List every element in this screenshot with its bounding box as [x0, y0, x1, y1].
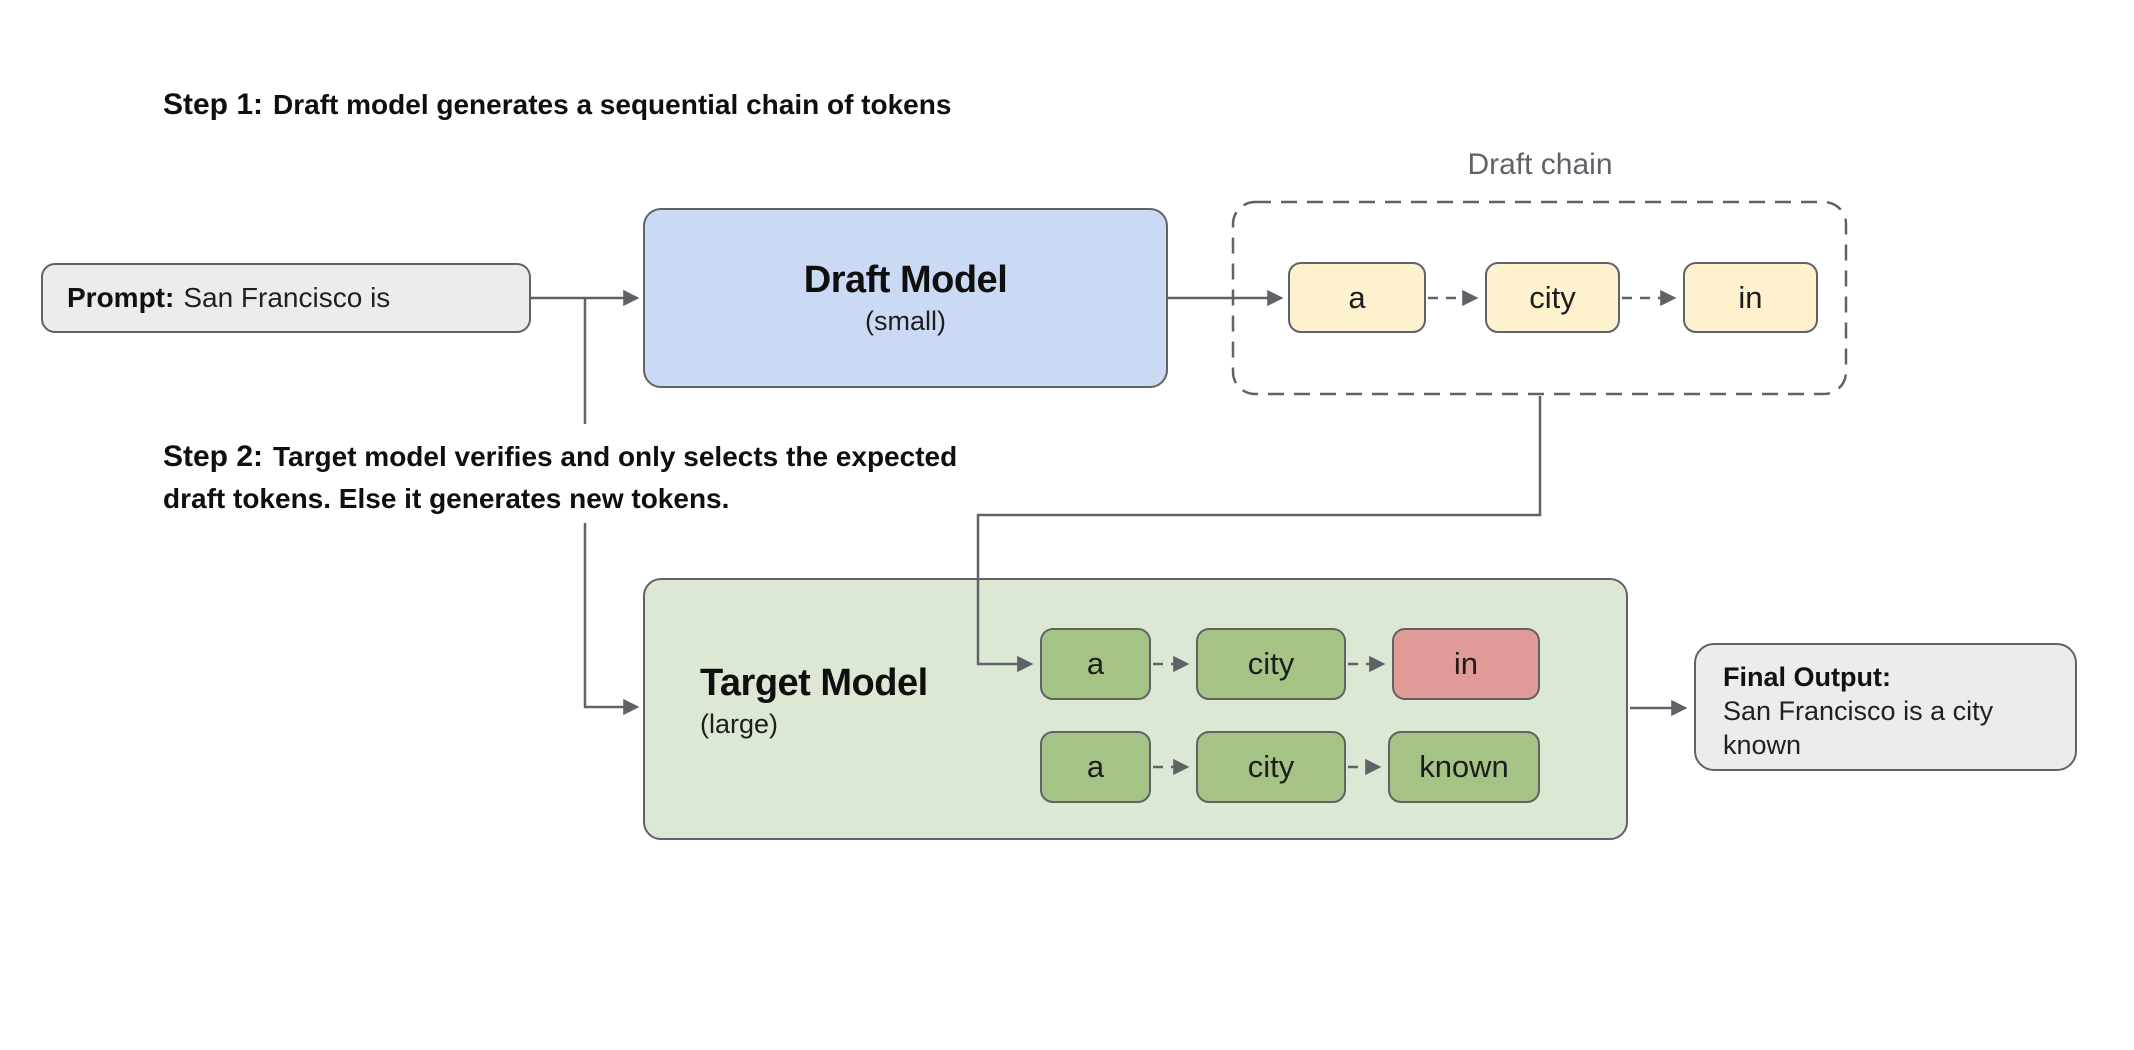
final-output-box: Final Output: San Francisco is a city kn… — [1694, 643, 2077, 771]
target-token-accepted: city — [1196, 731, 1346, 803]
final-output-value: San Francisco is a city known — [1723, 696, 1994, 760]
draft-chain-label: Draft chain — [1467, 148, 1613, 181]
target-token-accepted: a — [1040, 628, 1151, 700]
draft-model-title: Draft Model — [803, 259, 1008, 301]
step1-heading: Step 1: Draft model generates a sequentia… — [163, 88, 951, 122]
step1-prefix: Step 1: — [163, 88, 264, 121]
draft-chain-token: city — [1485, 262, 1620, 333]
draft-chain-token: a — [1288, 262, 1426, 333]
target-token-accepted: known — [1388, 731, 1540, 803]
step1-text: Draft model generates a sequential chain… — [273, 89, 952, 120]
prompt-box: Prompt: San Francisco is — [41, 263, 531, 333]
target-model-title-block: Target Model (large) — [700, 662, 928, 740]
step2-prefix: Step 2: — [163, 440, 264, 473]
final-output-label: Final Output: — [1723, 662, 1891, 692]
draft-model-size: (small) — [865, 306, 946, 336]
prompt-value: San Francisco is — [183, 282, 391, 313]
prompt-label: Prompt: — [67, 282, 175, 313]
step2-text-line2: draft tokens. Else it generates new toke… — [163, 483, 730, 514]
target-model-title: Target Model — [700, 662, 928, 704]
draft-model-box: Draft Model (small) — [643, 208, 1168, 388]
step2-text-line1: Target model verifies and only selects t… — [273, 441, 958, 472]
target-model-size: (large) — [700, 709, 779, 739]
step2-heading: Step 2: Target model verifies and only se… — [163, 424, 976, 523]
target-token-accepted: city — [1196, 628, 1346, 700]
draft-chain-token: in — [1683, 262, 1818, 333]
target-token-accepted: a — [1040, 731, 1151, 803]
target-token-rejected: in — [1392, 628, 1540, 700]
step2-line1: Step 2: Target model verifies and only se… — [163, 438, 957, 480]
